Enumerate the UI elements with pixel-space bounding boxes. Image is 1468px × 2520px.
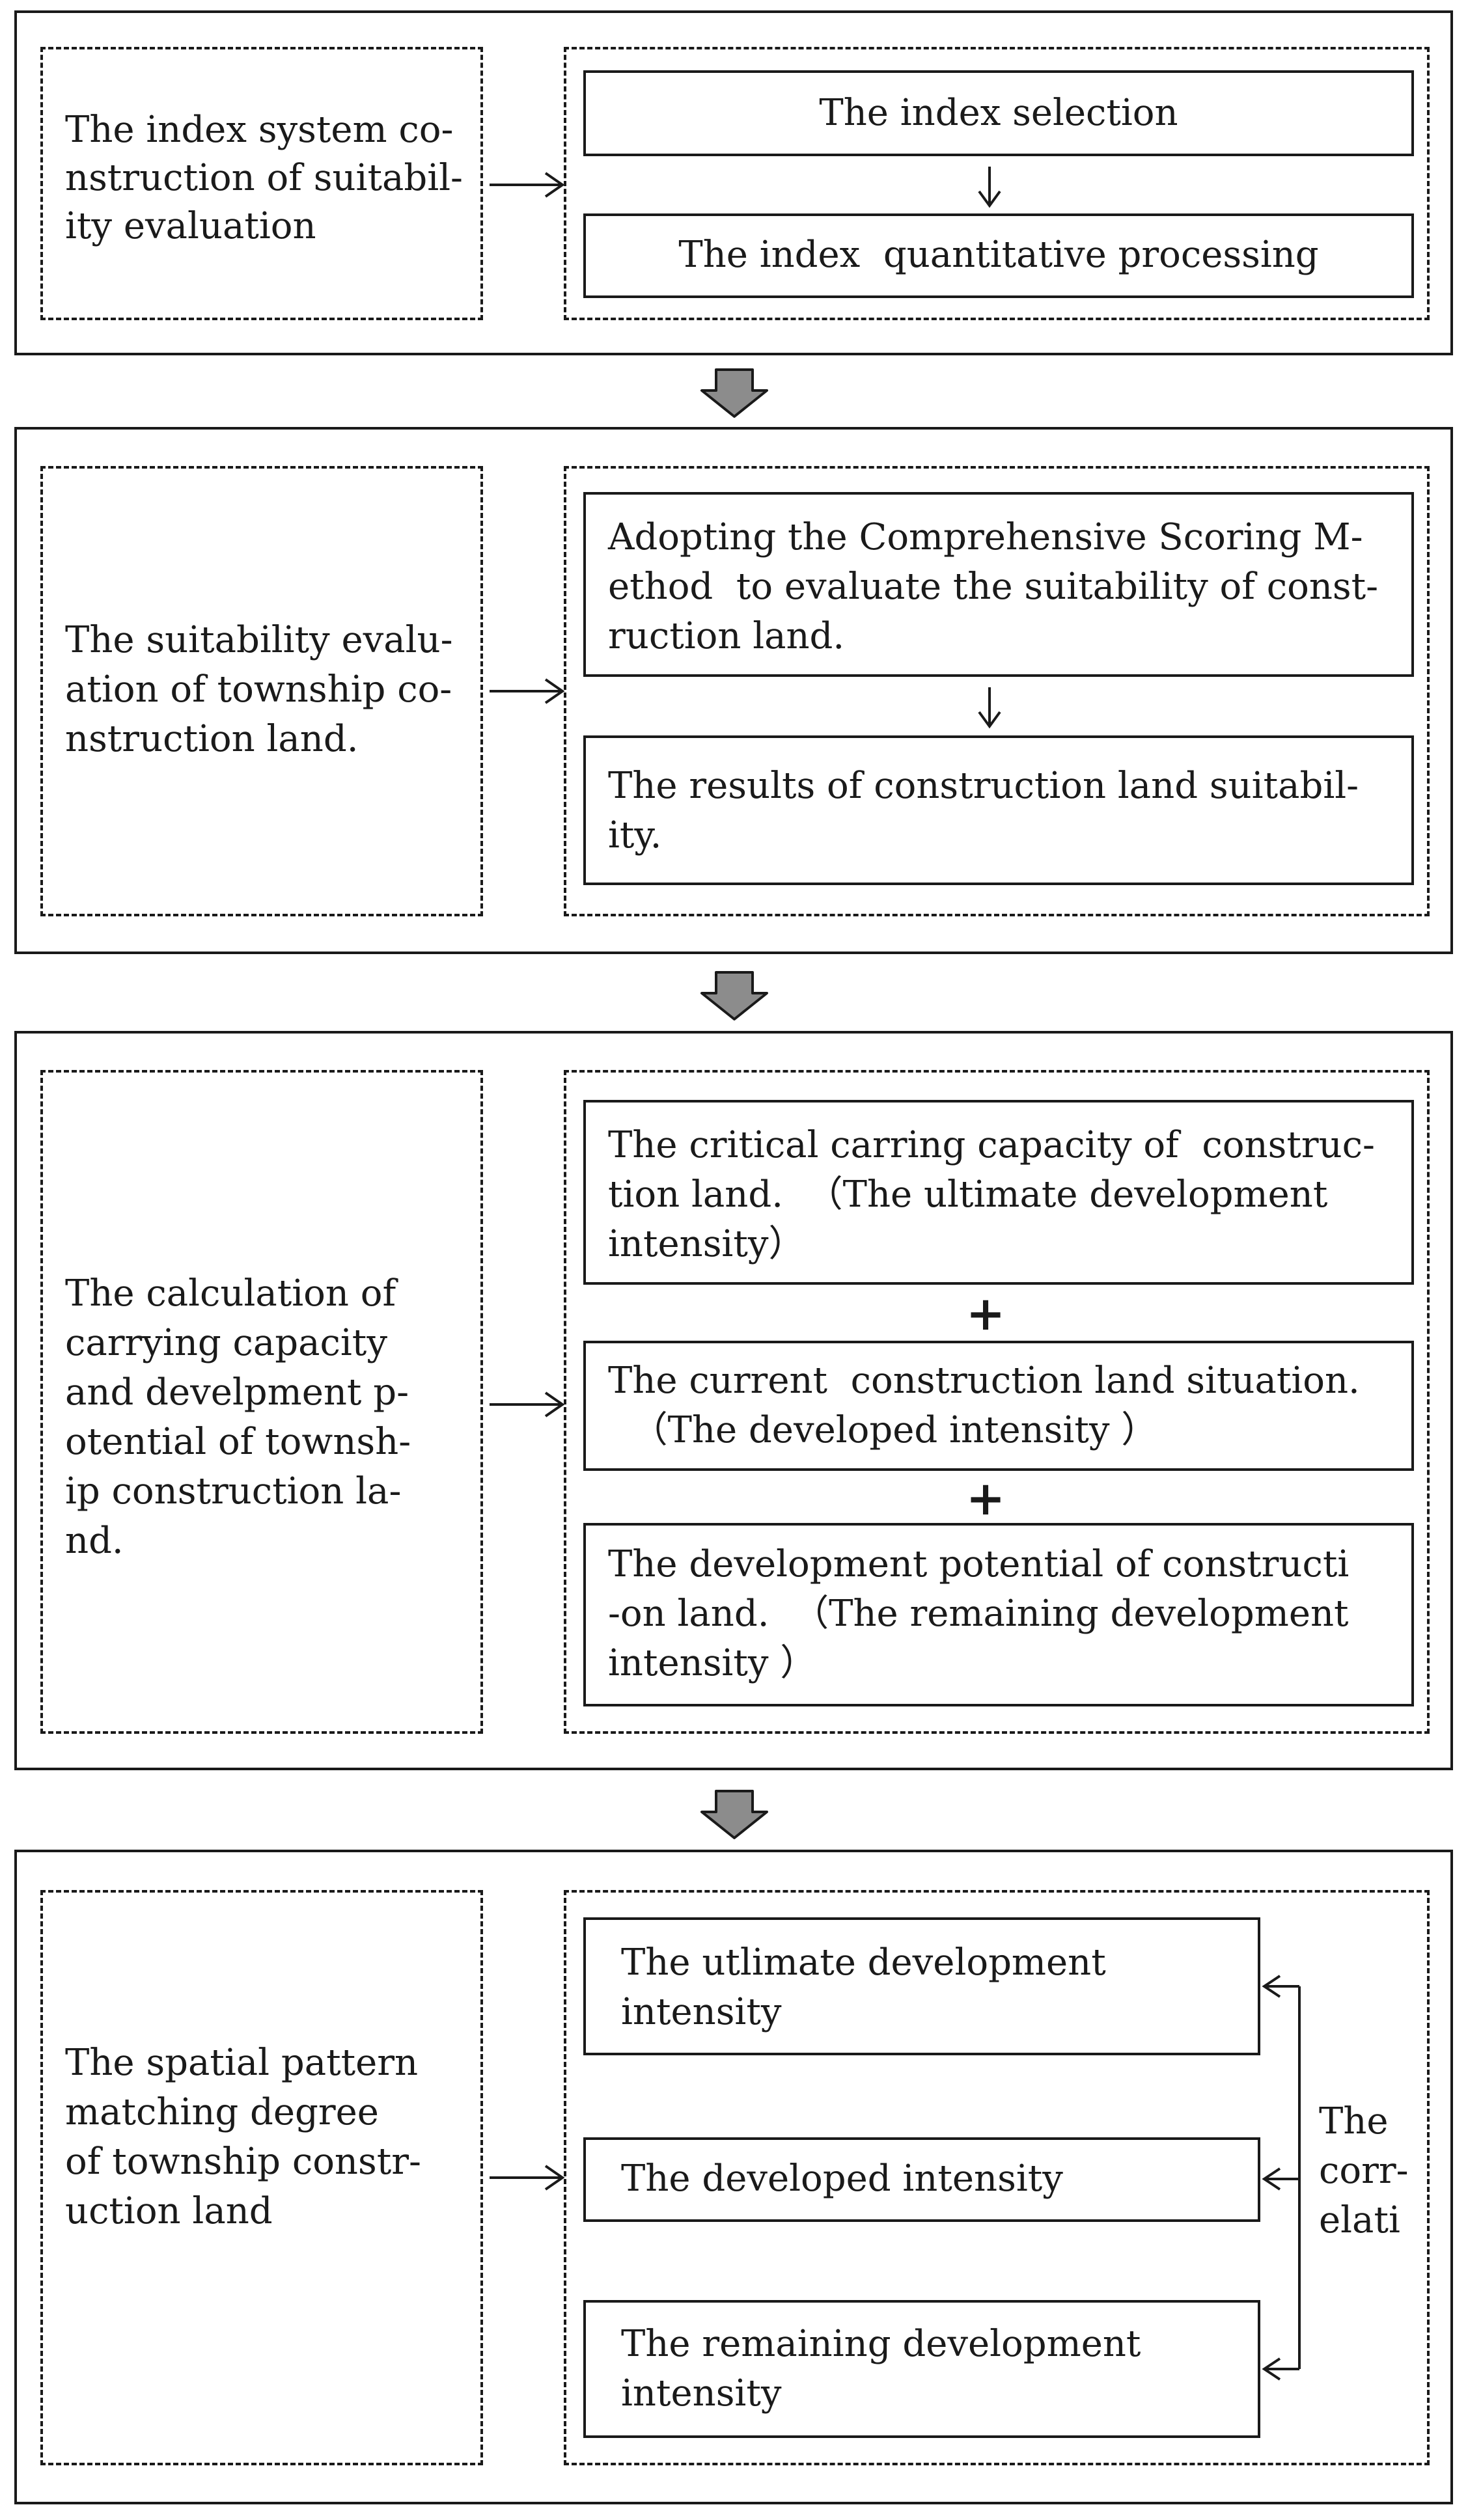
stage-3-step-3-text: -on land. （The remaining development: [608, 1593, 1349, 1635]
stage-4-title-line: of township constr-: [65, 2141, 421, 2183]
stage-2-step-2-text: The results of construction land suitabi…: [608, 765, 1359, 807]
stage-down-arrow-icon: [700, 368, 768, 418]
stage-3-title-line: nd.: [65, 1520, 124, 1562]
stage-4-steps-group: [564, 1890, 1430, 2465]
stage-3-title-line: and develpment p-: [65, 1371, 409, 1414]
stage-3-step-1-text: tion land. （The ultimate development: [608, 1173, 1328, 1216]
stage-4-step-1-text: intensity: [621, 1991, 782, 2033]
correlation-bracket: [1262, 1975, 1301, 2381]
stage-2-step-2-text: ity.: [608, 814, 662, 856]
right-arrow-icon: [490, 678, 565, 704]
stage-4-step-1-text: The utlimate development: [621, 1941, 1106, 1984]
correlation-label: The: [1319, 2100, 1389, 2143]
correlation-label: corr-: [1319, 2150, 1409, 2192]
stage-1-title-line: The index system co-: [65, 109, 454, 151]
stage-4-title-line: The spatial pattern: [65, 2042, 419, 2084]
stage-1-title-line: nstruction of suitabil-: [65, 157, 463, 199]
stage-4-step-3-text: intensity: [621, 2372, 782, 2415]
stage-2-title-box: [40, 466, 483, 916]
stage-2-title-line: nstruction land.: [65, 718, 359, 760]
stage-3-step-2-text: The current construction land situation.: [608, 1360, 1360, 1402]
stage-2-step-1-text: ruction land.: [608, 615, 845, 657]
stage-1-steps-group: [564, 47, 1430, 320]
stage-4-step-3-text: The remaining development: [621, 2323, 1141, 2365]
stage-2-step-2: [583, 735, 1414, 885]
stage-3-title-line: otential of townsh-: [65, 1421, 411, 1463]
stage-2-step-1-text: ethod to evaluate the suitability of con…: [608, 566, 1379, 608]
right-arrow-icon: [490, 2165, 565, 2191]
stage-4-step-3: [583, 2300, 1260, 2438]
stage-3-step-2-text: （The developed intensity ）: [608, 1409, 1158, 1451]
stage-3-step-1-text: intensity）: [608, 1223, 805, 1265]
stage-1-step-2: [583, 213, 1414, 298]
stage-1-title-box: [40, 47, 483, 320]
stage-3-step-1-text: The critical carring capacity of constru…: [608, 1124, 1375, 1166]
stage-3-step-3-text: The development potential of constructi: [608, 1543, 1350, 1585]
stage-1-title-line: ity evaluation: [65, 205, 316, 247]
stage-4-step-1: [583, 1917, 1260, 2055]
stage-3-title-line: The calculation of: [65, 1272, 396, 1315]
stage-3-title-line: carrying capacity: [65, 1322, 387, 1364]
stage-3-title-box: [40, 1070, 483, 1734]
stage-3-step-3: [583, 1523, 1414, 1706]
stage-down-arrow-icon: [700, 1790, 768, 1839]
stage-1-step-1: [583, 70, 1414, 156]
right-arrow-icon: [490, 172, 565, 198]
stage-3-step-1: [583, 1100, 1414, 1285]
stage-1-step-2-text: The index quantitative processing: [678, 234, 1319, 276]
stage-3-steps-group: [564, 1070, 1430, 1734]
plus-operator: +: [965, 1285, 1006, 1341]
down-arrow-icon: [978, 167, 1001, 208]
plus-operator: +: [965, 1470, 1006, 1526]
stage-down-arrow-icon: [700, 971, 768, 1020]
stage-2-title-line: The suitability evalu-: [65, 619, 453, 661]
stage-4-step-2-text: The developed intensity: [621, 2157, 1063, 2200]
stage-2-step-1-text: Adopting the Comprehensive Scoring M-: [608, 516, 1363, 558]
stage-4-step-2: [583, 2137, 1260, 2222]
stage-2-title-line: ation of township co-: [65, 668, 452, 711]
stage-3-step-3-text: intensity ）: [608, 1642, 817, 1684]
stage-4-title-box: [40, 1890, 483, 2465]
stage-2-step-1: [583, 492, 1414, 677]
right-arrow-icon: [490, 1391, 565, 1418]
correlation-label: elati: [1319, 2199, 1400, 2241]
stage-4-title-line: matching degree: [65, 2091, 379, 2133]
stage-1-step-1-text: The index selection: [819, 92, 1178, 134]
stage-3-title-line: ip construction la-: [65, 1470, 402, 1513]
down-arrow-icon: [978, 687, 1001, 729]
stage-3-step-2: [583, 1341, 1414, 1471]
stage-2-steps-group: [564, 466, 1430, 916]
stage-4-title-line: uction land: [65, 2190, 273, 2232]
